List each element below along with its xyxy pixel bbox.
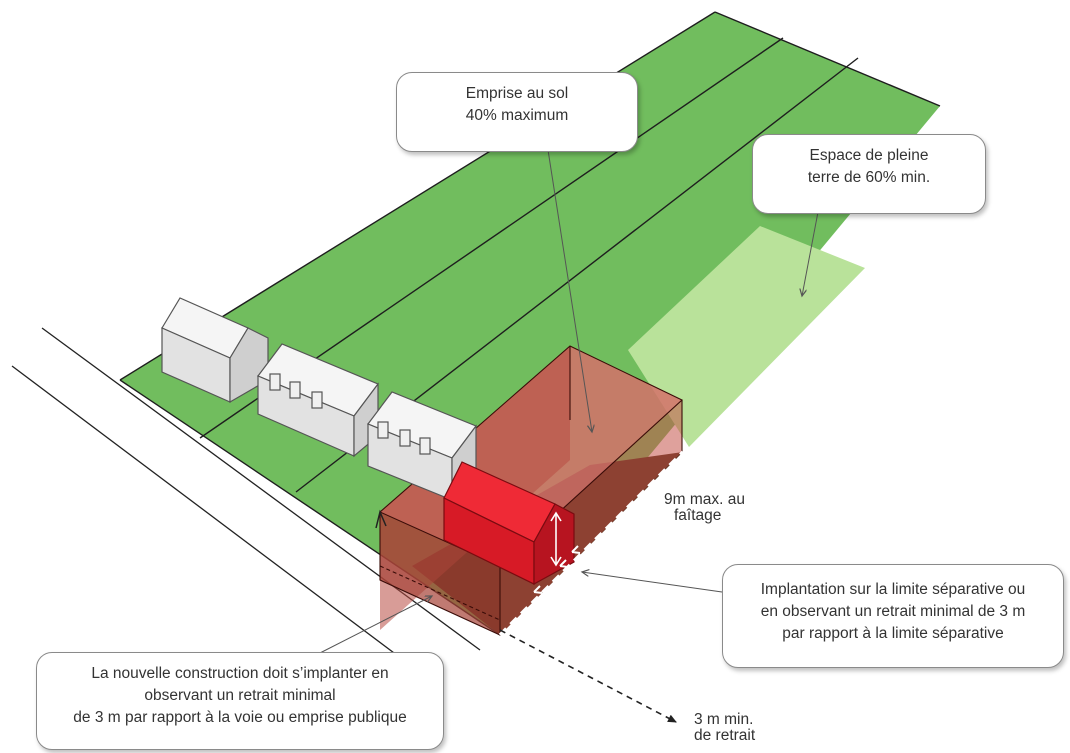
- label-retrait-line1: 3 m min.: [694, 711, 754, 728]
- label-retrait-line2: de retrait: [694, 727, 756, 744]
- separative-limit-line: [498, 450, 685, 637]
- callout-nouvelle-line2: observant un retrait minimal: [144, 687, 336, 704]
- callout-implantation-line1: Implantation sur la limite séparative ou: [760, 581, 1026, 598]
- callout-emprise-line1: Emprise au sol: [465, 85, 569, 102]
- callout-emprise-au-sol: Emprise au sol 40% maximum: [396, 72, 638, 152]
- envelope-edge: [379, 565, 501, 621]
- envelope-front-face: [380, 512, 500, 635]
- callout-implantation-limite: Implantation sur la limite séparative ou…: [722, 564, 1064, 668]
- leader-emprise: [547, 149, 592, 432]
- callout-emprise-line2: 40% maximum: [465, 107, 569, 124]
- callout-nouvelle-line1: La nouvelle construction doit s’implante…: [91, 665, 389, 682]
- dormer-window: [289, 381, 301, 399]
- label-retrait-min: 3 m min. de retrait: [694, 712, 755, 744]
- new-house-wall-side: [533, 503, 575, 586]
- callout-implantation-line2: en observant un retrait minimal de 3 m: [760, 603, 1026, 620]
- envelope-edge: [379, 512, 501, 636]
- setback-arrow-mark: [533, 585, 543, 594]
- dormer-window: [269, 373, 281, 391]
- leader-pleine-terre: [802, 211, 819, 296]
- leader-nouvelle: [317, 596, 432, 655]
- callout-pleine-terre-line2: terre de 60% min.: [807, 169, 931, 186]
- leader-lines: [317, 149, 819, 655]
- retrait-arrow: [499, 629, 677, 723]
- height-arrow: [550, 511, 562, 567]
- callout-implantation-line3: par rapport à la limite séparative: [782, 625, 1004, 642]
- callout-pleine-terre-line1: Espace de pleine: [809, 147, 929, 164]
- pleine-terre-area: [628, 226, 865, 447]
- street-corner-arrow: [375, 509, 387, 529]
- parcel-boundary-line: [714, 11, 941, 107]
- label-hauteur-faitage: 9m max. au faîtage: [664, 492, 745, 524]
- new-house: [443, 461, 575, 586]
- leader-implantation: [582, 572, 723, 593]
- dormer-window: [399, 429, 411, 447]
- dormer-window: [311, 391, 323, 409]
- setback-arrow-mark: [571, 545, 581, 554]
- callout-pleine-terre: Espace de pleine terre de 60% min.: [752, 134, 986, 214]
- callout-nouvelle-construction: La nouvelle construction doit s’implante…: [36, 652, 444, 750]
- label-hauteur-line1: 9m max. au: [664, 491, 745, 508]
- label-hauteur-line2: faîtage: [674, 507, 722, 524]
- callout-nouvelle-line3: de 3 m par rapport à la voie ou emprise …: [73, 709, 407, 726]
- dormer-window: [377, 421, 389, 439]
- lawn-parcel: [120, 12, 940, 635]
- road-edge-line: [11, 365, 431, 681]
- dormer-window: [419, 437, 431, 455]
